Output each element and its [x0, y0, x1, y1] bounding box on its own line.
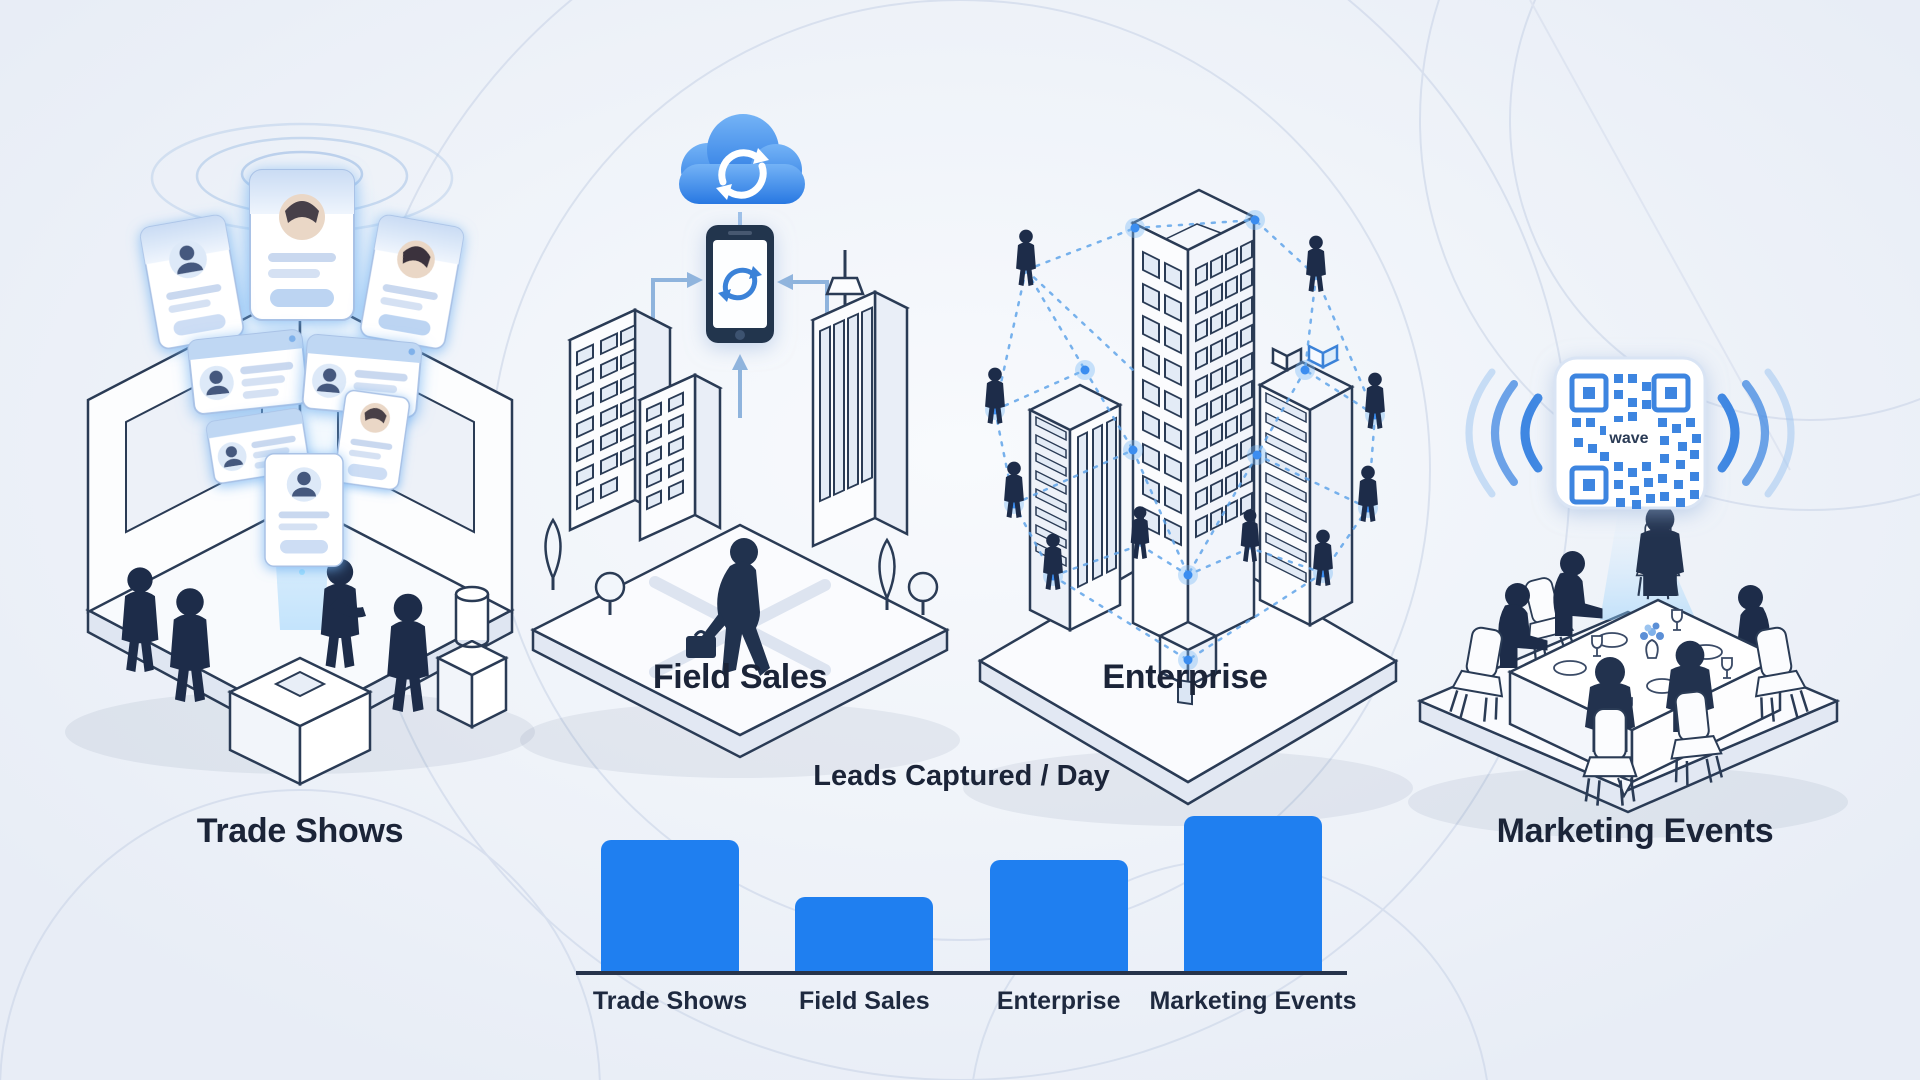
x-tick-enterprise: Enterprise	[996, 987, 1121, 1015]
label-enterprise: Enterprise	[1102, 658, 1268, 696]
briefcase-icon	[686, 636, 716, 658]
cloud-sync-icon	[679, 114, 805, 204]
tableware	[1553, 609, 1733, 719]
city-buildings-right	[810, 250, 910, 548]
arrow-right-icon	[687, 272, 703, 288]
leads-captured-chart: Leads Captured / Day Trade Shows Field S…	[576, 760, 1357, 1016]
booth-visitors	[121, 558, 429, 712]
contact-card	[264, 453, 344, 567]
tower-door	[1177, 679, 1193, 706]
phone-sync-icon	[706, 225, 774, 343]
enterprise-building-left	[1027, 383, 1123, 633]
label-field-sales: Field Sales	[652, 658, 828, 696]
network-mesh	[993, 218, 1377, 662]
x-tick-marketing-events: Marketing Events	[1149, 987, 1357, 1015]
signal-waves-icon	[1465, 368, 1795, 498]
scene-trade-shows-illustration	[65, 122, 535, 786]
booth-presenter	[320, 558, 366, 668]
phone-speaker	[728, 231, 752, 235]
x-tick-trade-shows: Trade Shows	[592, 987, 748, 1015]
rooftop-cubes	[1270, 343, 1340, 373]
bar-marketing-events	[1183, 816, 1322, 971]
walking-salesperson	[686, 538, 770, 676]
arrow-up-icon	[732, 354, 748, 370]
booth-desk	[227, 656, 373, 786]
bar-enterprise	[989, 860, 1128, 971]
label-trade-shows: Trade Shows	[196, 812, 404, 850]
qr-code-icon: wave	[1553, 356, 1707, 510]
tree-icon	[907, 571, 939, 617]
desk-tablet	[273, 670, 327, 698]
arrow-left-icon	[777, 274, 793, 290]
contact-card	[333, 389, 411, 491]
label-marketing-events: Marketing Events	[1496, 812, 1774, 850]
bar-trade-shows	[601, 840, 739, 971]
enterprise-tower	[1130, 188, 1257, 706]
contact-card	[360, 214, 464, 350]
bar-field-sales	[795, 897, 934, 971]
x-tick-field-sales: Field Sales	[799, 987, 930, 1015]
chart-plot-area	[576, 801, 1347, 975]
scene-field-sales-illustration	[520, 114, 960, 778]
phone-home-button	[735, 330, 745, 340]
person-avatar-icon	[177, 245, 204, 275]
scene-marketing-events-illustration: wave	[1408, 356, 1848, 838]
chart-title: Leads Captured / Day	[813, 760, 1110, 792]
city-buildings-left	[567, 307, 723, 542]
contact-card	[187, 329, 309, 415]
flower-centerpiece	[1640, 622, 1664, 659]
tree-icon	[544, 518, 562, 592]
qr-center-label: wave	[1608, 430, 1648, 447]
scene-enterprise-illustration	[963, 188, 1413, 826]
enterprise-building-right	[1257, 343, 1355, 628]
booth-pedestal	[435, 585, 509, 730]
contact-cards-cluster	[140, 169, 464, 567]
contact-card	[249, 169, 355, 321]
chart-category-labels: Trade Shows Field Sales Enterprise Marke…	[576, 987, 1357, 1016]
